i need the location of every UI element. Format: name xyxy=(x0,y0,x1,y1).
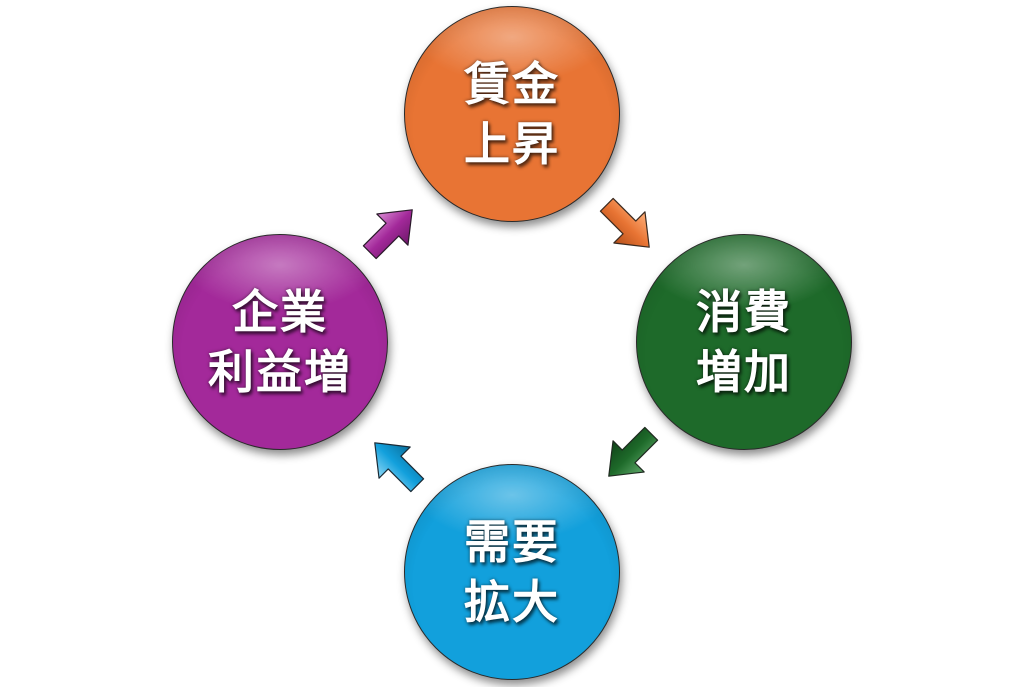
arrow-profit-to-wage-icon xyxy=(362,209,413,260)
node-label-line-1: 消費 xyxy=(696,285,792,339)
node-label-line-2: 増加 xyxy=(696,345,792,399)
node-label-line-2: 拡大 xyxy=(464,575,560,629)
arrow-demand-to-profit-icon xyxy=(374,442,425,493)
node-label-line-1: 需要 xyxy=(464,515,560,569)
node-label-line-2: 利益増 xyxy=(208,345,352,399)
node-demand-expansion: 需要 拡大 xyxy=(404,464,620,680)
node-label-line-1: 賃金 xyxy=(464,57,560,111)
node-label-line-1: 企業 xyxy=(232,285,328,339)
arrow-consumption-to-demand-icon xyxy=(608,426,659,477)
node-label-line-2: 上昇 xyxy=(464,117,560,171)
arrow-wage-to-consumption-icon xyxy=(599,197,650,248)
